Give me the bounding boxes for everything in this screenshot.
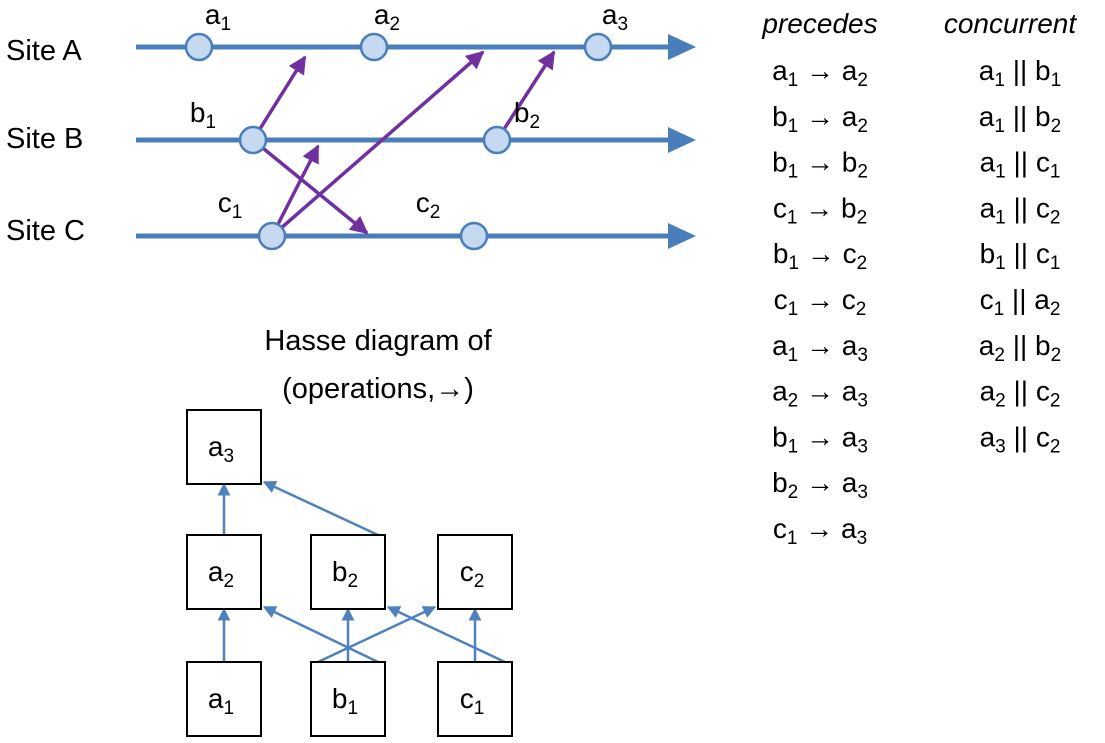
- concurrent-item: a1 || c2: [980, 192, 1061, 228]
- message-arrow-c1-a: [270, 50, 485, 238]
- site-label-b: Site B: [6, 123, 83, 155]
- concurrent-item: a1 || b2: [979, 101, 1061, 137]
- hasse-node-a2: [186, 534, 262, 610]
- event-label-c2: c2: [416, 187, 441, 223]
- site-label-c: Site C: [6, 215, 85, 247]
- concurrent-item: a2 || b2: [979, 330, 1061, 366]
- event-label-b2: b2: [514, 97, 540, 133]
- precedes-item: b1 → a3: [772, 421, 868, 457]
- concurrent-heading: concurrent: [944, 8, 1078, 39]
- event-label-b1: b1: [190, 97, 216, 133]
- hasse-edge-b1-c2: [317, 605, 437, 664]
- event-label-c1: c1: [218, 187, 243, 223]
- hasse-node-label-a3: a3: [208, 431, 234, 467]
- timeline-arrowhead-a: [668, 34, 696, 60]
- messages: [251, 50, 556, 238]
- hasse-edge-b2-a3: [262, 480, 379, 537]
- precedes-item: a2 → a3: [772, 376, 868, 412]
- precedes-item: a1 → a2: [772, 55, 868, 91]
- hasse-node-label-b1: b1: [332, 683, 358, 719]
- hasse-node-c2: [437, 534, 513, 610]
- event-label-a2: a2: [374, 0, 400, 35]
- concurrent-item: a2 || c2: [980, 376, 1061, 412]
- hasse-node-b2: [310, 534, 386, 610]
- concurrent-item: b1 || c1: [980, 238, 1061, 274]
- precedes-item: a1 → a3: [772, 330, 868, 366]
- message-arrow-b2-a: [495, 50, 556, 141]
- precedes-item: b2 → a3: [772, 467, 868, 503]
- hasse-node-label-a1: a1: [208, 683, 234, 719]
- event-c2: [459, 221, 489, 251]
- message-arrow-b1-a: [251, 55, 307, 141]
- message-arrow-b1-c: [251, 138, 369, 235]
- event-label-a3: a3: [602, 0, 628, 35]
- hasse-node-label-a2: a2: [208, 556, 234, 592]
- events: a1 a2 a3 b1 b2 c1 c2: [184, 0, 628, 251]
- event-c1: [257, 221, 287, 251]
- hasse-title-line1: Hasse diagram of: [264, 325, 492, 357]
- timeline-arrowhead-b: [668, 127, 696, 153]
- message-arrow-c1-b: [270, 144, 320, 237]
- hasse-title-line2: (operations,→): [282, 373, 474, 405]
- precedes-item: c1 → c2: [774, 284, 867, 320]
- hasse-node-a3: [186, 409, 262, 485]
- event-label-a1: a1: [205, 0, 231, 35]
- site-label-a: Site A: [6, 35, 82, 67]
- precedes-list: a1 → a2 b1 → a2 b1 → b2 c1 → b2 b1 → c2 c1 → …: [772, 55, 868, 549]
- precedes-heading: precedes: [761, 8, 877, 39]
- hasse-edge-c1-b2: [386, 605, 506, 664]
- concurrent-item: a1 || b1: [979, 55, 1061, 91]
- event-a3: [583, 32, 613, 62]
- hasse-node-b1: [310, 661, 386, 737]
- hasse-node-a1: [186, 661, 262, 737]
- precedes-item: c1 → b2: [773, 192, 867, 228]
- concurrent-item: a1 || c1: [980, 147, 1061, 183]
- concurrent-item: c1 || a2: [980, 284, 1061, 320]
- concurrent-list: a1 || b1 a1 || b2 a1 || c1 a1 || c2 b1 || c1…: [979, 55, 1061, 457]
- precedes-item: b1 → b2: [772, 147, 868, 183]
- hasse-nodes: a3 a2 b2 c2 a1 b1 c1: [186, 409, 513, 737]
- precedes-item: b1 → c2: [773, 238, 867, 274]
- timelines: [136, 34, 696, 249]
- timeline-arrowhead-c: [668, 223, 696, 249]
- hasse-node-label-c2: c2: [460, 556, 485, 592]
- precedes-item: b1 → a2: [772, 101, 868, 137]
- concurrent-item: a3 || c2: [980, 421, 1061, 457]
- event-a2: [359, 32, 389, 62]
- hasse-node-c1: [437, 661, 513, 737]
- event-b1: [238, 125, 268, 155]
- hasse-edges: [217, 480, 506, 664]
- event-a1: [184, 32, 214, 62]
- hasse-node-label-c1: c1: [460, 683, 485, 719]
- precedes-item: c1 → a3: [773, 513, 867, 549]
- event-b2: [482, 125, 512, 155]
- hasse-edge-b1-a2: [262, 605, 379, 664]
- hasse-node-label-b2: b2: [332, 556, 358, 592]
